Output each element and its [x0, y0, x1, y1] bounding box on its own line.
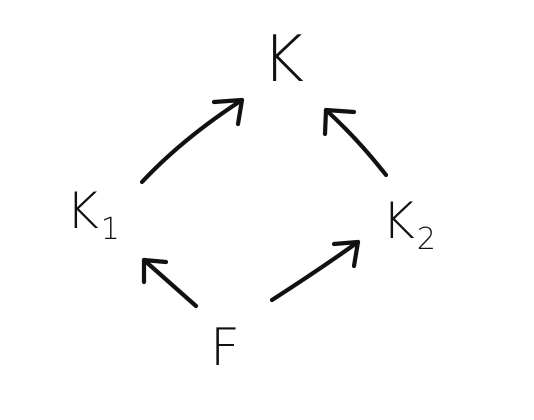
- node-k-main: K: [262, 23, 304, 97]
- node-k-label: K: [262, 28, 304, 92]
- node-k1-subscript: 1: [100, 211, 120, 247]
- arrow-f-to-k2: [269, 239, 361, 303]
- node-f-label: F: [210, 322, 240, 374]
- arrow-k1-to-k: [139, 97, 245, 185]
- node-f-main: F: [210, 318, 240, 378]
- node-k1-label: K1: [66, 186, 120, 245]
- node-k2-subscript: 2: [416, 221, 436, 257]
- node-k2-label: K2: [382, 196, 436, 255]
- arrow-f-to-k1: [141, 257, 199, 309]
- node-k1-main: K: [66, 182, 99, 240]
- arrow-k2-to-k: [322, 107, 389, 178]
- node-k2-main: K: [382, 192, 415, 250]
